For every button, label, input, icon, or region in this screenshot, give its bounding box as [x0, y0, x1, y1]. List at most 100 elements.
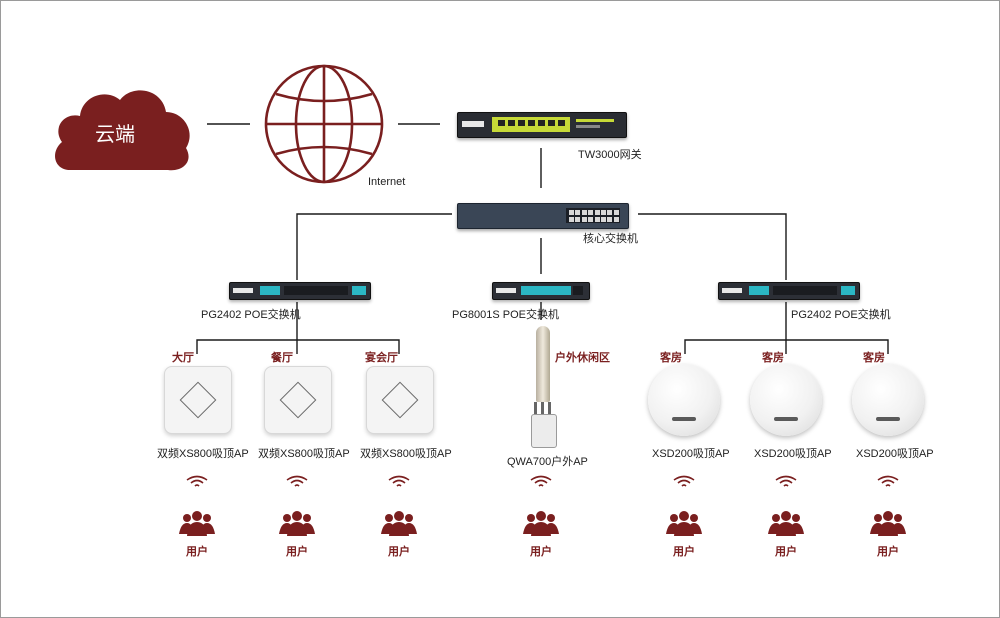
- wifi-signal-icon: [286, 475, 308, 487]
- users-icon: [279, 511, 315, 536]
- antenna-connector: [541, 402, 544, 416]
- port: [569, 210, 574, 215]
- user-label: 用户: [775, 546, 797, 558]
- link-core-right: [638, 213, 787, 280]
- ceiling-ap-round: [750, 364, 822, 436]
- gateway-device: [457, 112, 627, 138]
- cloud-label: 云端: [95, 124, 135, 146]
- port-block: [573, 286, 583, 295]
- port: [575, 210, 581, 215]
- brand-logo: [672, 417, 696, 421]
- gateway-info-strip: [576, 119, 614, 122]
- user-label: 用户: [286, 546, 308, 558]
- port: [518, 120, 525, 126]
- port: [581, 217, 587, 222]
- ap-model-label: XSD200吸顶AP: [856, 448, 934, 460]
- wifi-signal-icon: [388, 475, 410, 487]
- port: [548, 120, 555, 126]
- core-switch-device: [457, 203, 629, 229]
- poe-middle-label: PG8001S POE交换机: [452, 309, 559, 321]
- internet-label: Internet: [368, 176, 406, 188]
- poe-switch-left: [229, 282, 371, 300]
- ap-model-label: 双频XS800吸顶AP: [157, 448, 249, 460]
- brand-logo: [233, 288, 253, 293]
- port: [613, 210, 619, 215]
- brand-logo: [496, 288, 516, 293]
- core-switch-label: 核心交换机: [583, 233, 638, 245]
- ap-logo-icon: [179, 381, 217, 419]
- ap-model-label: XSD200吸顶AP: [652, 448, 730, 460]
- poe-left-label: PG2402 POE交换机: [201, 309, 301, 321]
- ceiling-ap-square: [264, 366, 332, 434]
- poe-port-block: [521, 286, 571, 295]
- gateway-label: TW3000网关: [578, 149, 642, 161]
- port-block: [773, 286, 837, 295]
- outdoor-ap-body: [531, 414, 557, 448]
- poe-switch-right: [718, 282, 860, 300]
- port: [607, 210, 613, 215]
- area-label-restaurant: 餐厅: [271, 352, 293, 364]
- port: [498, 120, 505, 126]
- user-label: 用户: [186, 546, 208, 558]
- port: [581, 210, 587, 215]
- ap-model-label: XSD200吸顶AP: [754, 448, 832, 460]
- port: [538, 120, 545, 126]
- area-label-guestroom: 客房: [660, 352, 682, 364]
- ap-model-label: 双频XS800吸顶AP: [258, 448, 350, 460]
- port-block: [284, 286, 348, 295]
- ap-model-label: 双频XS800吸顶AP: [360, 448, 452, 460]
- port: [588, 217, 594, 222]
- users-icon: [870, 511, 906, 536]
- area-label-guestroom: 客房: [863, 352, 885, 364]
- ap-logo-icon: [381, 381, 419, 419]
- users-icon: [666, 511, 702, 536]
- users-icon: [523, 511, 559, 536]
- ceiling-ap-round: [852, 364, 924, 436]
- area-label-guestroom: 客房: [762, 352, 784, 364]
- port: [528, 120, 535, 126]
- poe-switch-middle: [492, 282, 590, 300]
- port: [613, 217, 619, 222]
- area-label-banquet: 宴会厅: [365, 352, 398, 364]
- port: [601, 210, 606, 215]
- port: [594, 217, 600, 222]
- wifi-signal-icon: [186, 475, 208, 487]
- brand-logo: [774, 417, 798, 421]
- poe-port-block: [352, 286, 366, 295]
- users-icon: [768, 511, 804, 536]
- link-left-branches: [196, 339, 400, 354]
- ceiling-ap-round: [648, 364, 720, 436]
- wifi-signal-icon: [775, 475, 797, 487]
- ceiling-ap-square: [164, 366, 232, 434]
- brand-logo: [876, 417, 900, 421]
- users-icon: [179, 511, 215, 536]
- area-label-lobby: 大厅: [172, 352, 194, 364]
- port: [601, 217, 606, 222]
- port: [594, 210, 600, 215]
- port: [607, 217, 613, 222]
- ap-logo-icon: [279, 381, 317, 419]
- antenna-connector: [548, 402, 551, 416]
- wifi-signal-icon: [673, 475, 695, 487]
- area-label-outdoor: 户外休闲区: [555, 352, 610, 364]
- port: [575, 217, 581, 222]
- port: [569, 217, 574, 222]
- antenna-connector: [534, 402, 537, 416]
- ap-model-label: QWA700户外AP: [507, 456, 588, 468]
- user-label: 用户: [673, 546, 695, 558]
- poe-right-label: PG2402 POE交换机: [791, 309, 891, 321]
- port: [558, 120, 565, 126]
- users-icon: [381, 511, 417, 536]
- globe-icon: [264, 64, 384, 184]
- wifi-signal-icon: [530, 475, 552, 487]
- brand-logo: [462, 121, 484, 127]
- poe-port-block: [260, 286, 280, 295]
- antenna-pole: [536, 326, 550, 402]
- gateway-info-strip: [576, 125, 600, 128]
- poe-port-block: [841, 286, 855, 295]
- poe-port-block: [749, 286, 769, 295]
- port: [588, 210, 594, 215]
- cloud-icon: [55, 90, 190, 171]
- port: [508, 120, 515, 126]
